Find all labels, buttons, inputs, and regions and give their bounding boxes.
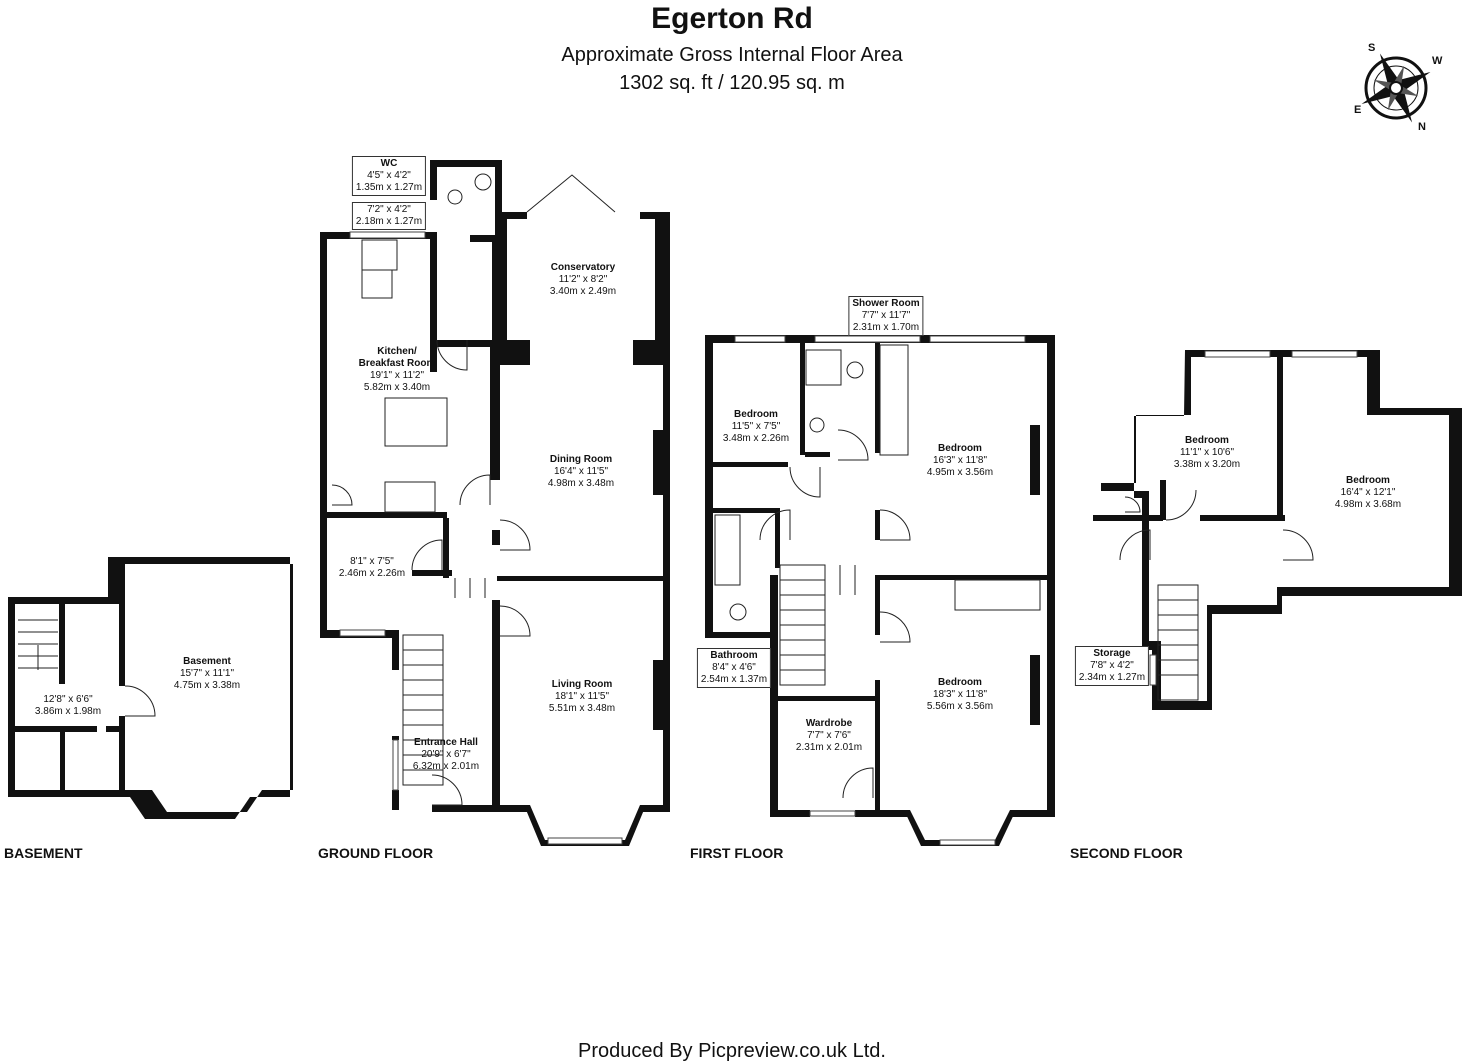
room-storage: Storage 7'8" x 4'2" 2.34m x 1.27m [1074,646,1150,686]
producer-credit: Produced By Picpreview.co.uk Ltd. [578,1040,886,1062]
floor-area: 1302 sq. ft / 120.95 sq. m [619,72,845,94]
room-ff-bedroom-rear: Bedroom 16'3" x 11'8" 4.95m x 3.56m [926,443,994,478]
room-conservatory: Conservatory 11'2" x 8'2" 3.40m x 2.49m [549,262,617,297]
room-entrance-hall: Entrance Hall 20'9" x 6'7" 6.32m x 2.01m [412,737,480,772]
room-ground-small: 8'1" x 7'5" 2.46m x 2.26m [338,556,406,579]
plan-title: Egerton Rd [651,2,813,35]
room-ff-bedroom-small: Bedroom 11'5" x 7'5" 3.48m x 2.26m [722,409,790,444]
floor-label-first: FIRST FLOOR [690,845,784,861]
room-ff-bedroom-front: Bedroom 18'3" x 11'8" 5.56m x 3.56m [926,677,994,712]
plan-subtitle: Approximate Gross Internal Floor Area [561,44,903,66]
ground-floor-plan [320,160,670,846]
room-living: Living Room 18'1" x 11'5" 5.51m x 3.48m [548,679,616,714]
floor-label-basement: BASEMENT [4,845,83,861]
room-basement: Basement 15'7" x 11'1" 4.75m x 3.38m [173,656,241,691]
room-sf-bedroom-1: Bedroom 11'1" x 10'6" 3.38m x 3.20m [1173,435,1241,470]
compass-e: E [1354,104,1362,116]
room-sf-bedroom-2: Bedroom 16'4" x 12'1" 4.98m x 3.68m [1334,475,1402,510]
floor-label-second: SECOND FLOOR [1070,845,1183,861]
floor-label-ground: GROUND FLOOR [318,845,434,861]
basement-plan [8,557,293,819]
first-floor-plan [705,335,1055,846]
room-kitchen: Kitchen/ Breakfast Room 19'1" x 11'2" 5.… [358,346,436,393]
second-floor-plan [1093,350,1462,710]
compass-rose-icon [1361,53,1431,123]
room-shower: Shower Room 7'7" x 11'7" 2.31m x 1.70m [848,296,924,336]
compass-n: N [1418,121,1426,133]
room-dining: Dining Room 16'4" x 11'5" 4.98m x 3.48m [547,454,615,489]
compass-s: S [1368,42,1376,54]
room-basement-small: 12'8" x 6'6" 3.86m x 1.98m [34,694,102,717]
room-bathroom: Bathroom 8'4" x 4'6" 2.54m x 1.37m [696,648,772,688]
compass-w: W [1432,55,1443,67]
room-wc: WC 4'5" x 4'2" 1.35m x 1.27m [351,156,427,196]
room-utility: 7'2" x 4'2" 2.18m x 1.27m [351,202,427,230]
room-wardrobe: Wardrobe 7'7" x 7'6" 2.31m x 2.01m [795,718,863,753]
